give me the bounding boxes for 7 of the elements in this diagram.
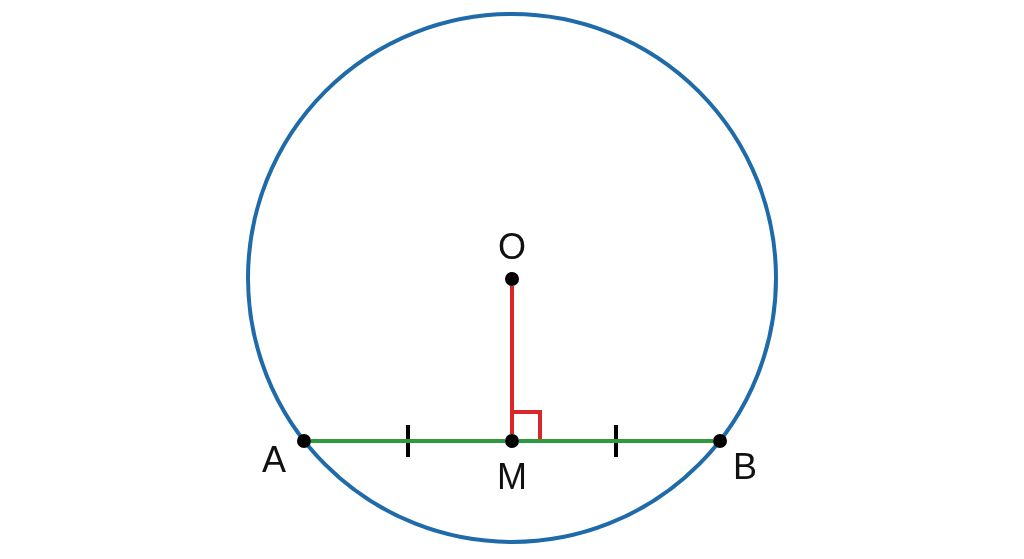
line-segment	[311, 439, 505, 443]
line-segment	[510, 286, 514, 434]
point-label: B	[733, 449, 757, 485]
point-label: O	[498, 229, 526, 265]
line-segment	[519, 439, 713, 443]
point-label: M	[497, 459, 527, 495]
point-label: A	[262, 442, 286, 478]
